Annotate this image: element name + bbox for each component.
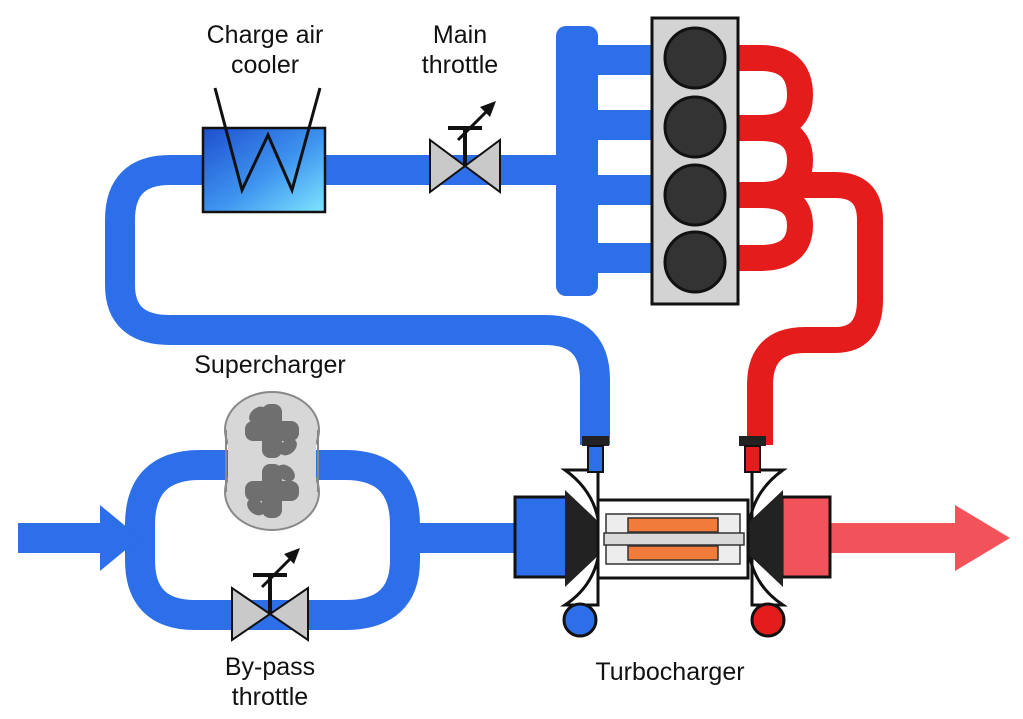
charge-air-cooler-label: Charge air cooler — [180, 20, 350, 80]
bypass-throttle-label-text: By-pass throttle — [224, 653, 316, 711]
engine-block-icon — [650, 16, 740, 306]
bypass-throttle-valve-icon — [231, 548, 309, 642]
inlet-flow-arrow-icon — [18, 505, 140, 571]
charge-air-cooler-label-line1: Charge air cooler — [206, 21, 324, 79]
supercharger-rotor-icon — [224, 391, 320, 531]
supercharger-label: Supercharger — [160, 350, 380, 380]
turbocharger-label-text: Turbocharger — [595, 658, 745, 686]
main-throttle-label: Main throttle — [400, 20, 520, 80]
bypass-throttle-label: By-pass throttle — [195, 652, 345, 712]
outlet-flow-arrow-icon — [828, 505, 1010, 571]
turbocharger-icon — [513, 436, 832, 638]
exhaust-piping — [738, 45, 883, 445]
intake-manifold — [556, 26, 598, 296]
turbocharger-label: Turbocharger — [570, 657, 770, 687]
supercharger-label-text: Supercharger — [194, 351, 346, 379]
main-throttle-valve-icon — [429, 101, 501, 194]
main-throttle-label-text: Main throttle — [421, 21, 499, 79]
cooler-icon — [201, 87, 327, 214]
